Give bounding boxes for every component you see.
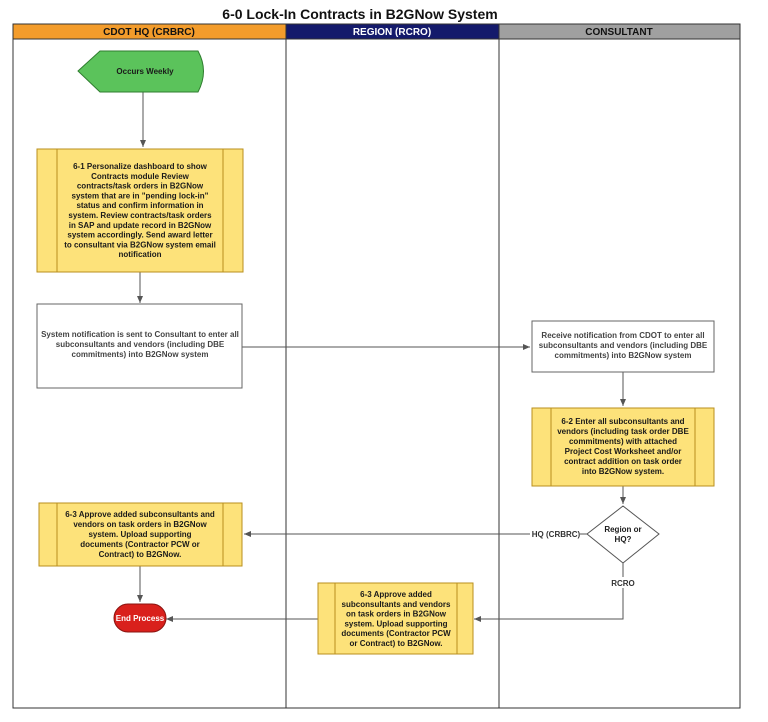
node-text-line: End Process (116, 614, 165, 623)
node-text-line: system. Upload supporting (88, 530, 191, 539)
process-6-1-shape (36, 148, 244, 273)
node-text-line: Region or (604, 525, 641, 534)
receive-shape (531, 320, 715, 373)
diagram-title: 6-0 Lock-In Contracts in B2GNow System (222, 6, 497, 22)
lane-body-consultant (498, 38, 741, 709)
swimlane-consultant: CONSULTANT (498, 23, 741, 709)
process-system-notification: System notification is sent to Consultan… (36, 303, 243, 389)
node-text-line: Project Cost Worksheet and/or (565, 447, 682, 456)
process-6-3-region-shape (317, 582, 474, 655)
node-text-line: Occurs Weekly (116, 67, 174, 76)
node-text-line: 6-3 Approve added (360, 590, 432, 599)
receive-text: Receive notification from CDOT to enter … (539, 331, 708, 360)
start-node-occurs-weekly: Occurs Weekly (77, 50, 204, 93)
node-text-line: subconsultants and vendors (including DB… (539, 341, 708, 350)
node-text-line: contracts/task orders in B2GNow (77, 182, 204, 191)
node-text-line: vendors on task orders in B2GNow (73, 520, 207, 529)
start-label: Occurs Weekly (116, 67, 174, 76)
node-text-line: system. Upload supporting (344, 619, 447, 628)
start-shape (77, 50, 204, 93)
lane-label-consultant: CONSULTANT (585, 27, 652, 38)
node-text-line: system that are in "pending lock-in" (72, 191, 209, 200)
node-text-line: 6-3 Approve added subconsultants and (65, 510, 215, 519)
node-text-line: system accordingly. Send award letter (67, 231, 212, 240)
lane-label-region: REGION (RCRO) (353, 27, 431, 38)
node-text-line: HQ? (615, 535, 632, 544)
edge-label-rcro: RCRO (611, 579, 635, 588)
node-text-line: documents (Contractor PCW or (80, 540, 200, 549)
edge-label-rcro-bg (609, 577, 637, 588)
node-text-line: commitments) into B2GNow system (72, 350, 209, 359)
node-text-line: subconsultants and vendors (including DB… (56, 340, 225, 349)
node-text-line: or Contract) to B2GNow. (349, 639, 442, 648)
lane-label-cdot-hq: CDOT HQ (CRBRC) (103, 27, 195, 38)
process-6-2-shape (531, 407, 715, 487)
edge-label-hq-bg (530, 528, 580, 539)
process-receive-notification: Receive notification from CDOT to enter … (531, 320, 715, 373)
node-text-line: commitments) with attached (569, 437, 677, 446)
node-text-line: commitments) into B2GNow system (555, 351, 692, 360)
edge-decision-to-6-3-region (474, 563, 624, 622)
node-text-line: 6-1 Personalize dashboard to show (73, 162, 208, 171)
node-text-line: vendors (including task order DBE (557, 427, 689, 436)
notify-text: System notification is sent to Consultan… (41, 330, 239, 359)
node-text-line: status and confirm information in (76, 201, 203, 210)
end-node: End Process (113, 603, 167, 633)
end-shape (113, 603, 167, 633)
edge-label-hq: HQ (CRBRC) (532, 530, 581, 539)
node-text-line: to consultant via B2GNow system email (64, 240, 216, 249)
decision-shape (586, 505, 660, 564)
node-text-line: subconsultants and vendors (342, 600, 451, 609)
node-text-line: Contracts module Review (91, 172, 190, 181)
node-text-line: system. Review contracts/task orders (68, 211, 212, 220)
node-text-line: documents (Contractor PCW (341, 629, 451, 638)
node-text-line: notification (118, 250, 161, 259)
notify-shape (36, 303, 243, 389)
node-text-line: System notification is sent to Consultan… (41, 330, 239, 339)
node-text-line: into B2GNow system. (582, 467, 664, 476)
node-text-line: Contract) to B2GNow. (99, 550, 182, 559)
node-text-line: 6-2 Enter all subconsultants and (561, 417, 684, 426)
node-text-line: in SAP and update record in B2GNow (69, 221, 212, 230)
node-text-line: Receive notification from CDOT to enter … (541, 331, 704, 340)
end-text: End Process (116, 614, 165, 623)
process-6-3-hq-shape (38, 502, 243, 567)
node-text-line: on task orders in B2GNow (346, 610, 447, 619)
node-text-line: contract addition on task order (564, 457, 682, 466)
